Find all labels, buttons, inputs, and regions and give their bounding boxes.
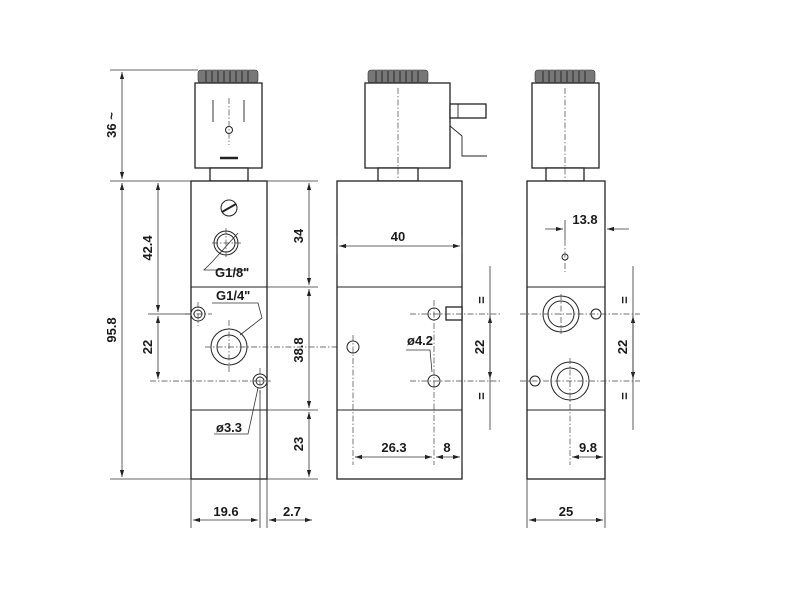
- label-2-7: 2.7: [283, 504, 301, 519]
- label-26-3: 26.3: [381, 440, 406, 455]
- front-dimensions: [110, 69, 318, 528]
- label-40: 40: [391, 229, 405, 244]
- equal-mark: =: [617, 392, 632, 400]
- label-19-6: 19.6: [213, 504, 238, 519]
- label-23: 23: [291, 437, 306, 451]
- rear-valve-body: [526, 180, 606, 480]
- label-22-mid: 22: [472, 340, 487, 354]
- label-dia-4-2: ø4.2: [407, 333, 433, 348]
- rear-knurled-cap: [534, 69, 596, 84]
- label-22-left: 22: [140, 340, 155, 354]
- equal-mark: =: [474, 392, 489, 400]
- label-g18: G1/8": [215, 265, 249, 280]
- label-36: 36 ~: [104, 112, 119, 138]
- front-coil: [194, 82, 263, 169]
- label-8: 8: [443, 440, 450, 455]
- side-view: [336, 69, 500, 480]
- side-connector-pin: [449, 103, 487, 119]
- label-9-8: 9.8: [579, 440, 597, 455]
- side-coil: [364, 82, 451, 169]
- dimension-labels: 36 ~ 42.4 95.8 22 G1/8" G1/4" 34 38.8 23…: [104, 112, 632, 519]
- equal-mark: =: [617, 296, 632, 304]
- label-g14: G1/4": [216, 288, 250, 303]
- label-22-right: 22: [615, 340, 630, 354]
- label-13-8: 13.8: [572, 212, 597, 227]
- side-valve-body: [336, 180, 463, 480]
- side-knurled-cap: [367, 69, 429, 84]
- label-34: 34: [291, 228, 306, 243]
- label-42-4: 42.4: [140, 235, 155, 261]
- side-dimensions: [336, 236, 493, 465]
- label-dia-3-3: ø3.3: [216, 420, 242, 435]
- equal-mark: =: [474, 296, 489, 304]
- front-view: [150, 69, 340, 480]
- front-coil-nut: [209, 167, 249, 182]
- rear-view: [520, 69, 640, 480]
- label-95-8: 95.8: [104, 317, 119, 342]
- label-25: 25: [559, 504, 573, 519]
- front-knurled-cap: [197, 69, 259, 84]
- front-knurl-lines: [205, 71, 249, 82]
- rear-coil: [531, 82, 600, 169]
- rear-dimensions: [526, 220, 636, 528]
- label-38-8: 38.8: [291, 337, 306, 362]
